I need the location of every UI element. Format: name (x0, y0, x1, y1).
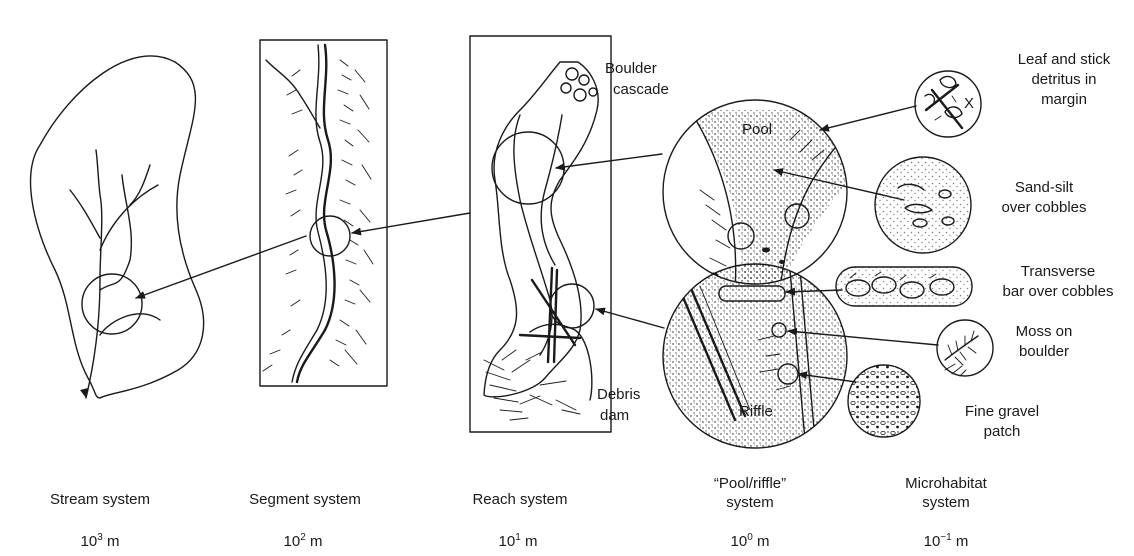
scale-pool-riffle: 100 m (710, 532, 790, 550)
transverse-bar-inset (836, 267, 972, 306)
caption-stream-system: Stream system (40, 490, 160, 509)
label-sand-silt-2: over cobbles (1001, 199, 1086, 216)
label-pool: Pool (742, 121, 772, 138)
label-fine-gravel-2: patch (984, 423, 1021, 440)
svg-text:X: X (964, 95, 974, 112)
label-transverse-bar-2: bar over cobbles (1003, 283, 1114, 300)
pool-riffle-panel: Pool Riffle (663, 100, 870, 448)
label-leaf-detritus-3: margin (1041, 91, 1087, 108)
label-sand-silt-1: Sand-silt (1015, 179, 1074, 196)
caption-pool-riffle-line2: system (690, 493, 810, 512)
label-transverse-bar-1: Transverse (1021, 263, 1095, 280)
reach-system-panel: Boulder cascade Debris dam (470, 36, 669, 432)
label-moss-1: Moss on (1016, 323, 1073, 340)
riparian-vegetation-hatching (263, 60, 373, 371)
caption-microhabitat-system: Microhabitat system (886, 474, 1006, 512)
fine-gravel-inset (848, 365, 920, 437)
caption-pool-riffle-system: “Pool/riffle” system (690, 474, 810, 512)
arrow-reach-to-segment (352, 213, 470, 233)
caption-microhabitat-line2: system (886, 493, 1006, 512)
label-leaf-detritus-1: Leaf and stick (1018, 51, 1111, 68)
label-cascade: cascade (613, 81, 669, 98)
stream-system-panel (31, 56, 204, 398)
label-fine-gravel-1: Fine gravel (965, 403, 1039, 420)
label-riffle: Riffle (739, 403, 773, 420)
scale-segment: 102 m (263, 532, 343, 550)
label-debris: Debris (597, 386, 640, 403)
arrow-detritus-to-pool (820, 106, 916, 130)
arrow-riffle-to-reach (596, 309, 664, 328)
caption-segment-system: Segment system (240, 490, 370, 509)
label-boulder: Boulder (605, 60, 657, 77)
moss-on-boulder-inset (937, 320, 993, 376)
scale-reach: 101 m (478, 532, 558, 550)
caption-microhabitat-line1: Microhabitat (886, 474, 1006, 493)
leaf-detritus-inset: X (915, 71, 981, 137)
caption-pool-riffle-line1: “Pool/riffle” (690, 474, 810, 493)
label-leaf-detritus-2: detritus in (1031, 71, 1096, 88)
scale-stream: 103 m (60, 532, 140, 550)
scale-microhabitat: 10−1 m (906, 532, 986, 550)
arrow-segment-to-stream (136, 236, 306, 298)
microhabitat-panel: X L (836, 51, 1113, 440)
label-dam: dam (600, 407, 629, 424)
boulder-cascade-rocks (561, 68, 597, 101)
arrow-pool-to-reach (556, 154, 662, 168)
sand-silt-inset (875, 157, 971, 253)
segment-system-panel (260, 40, 387, 386)
label-moss-2: boulder (1019, 343, 1069, 360)
caption-reach-system: Reach system (460, 490, 580, 509)
